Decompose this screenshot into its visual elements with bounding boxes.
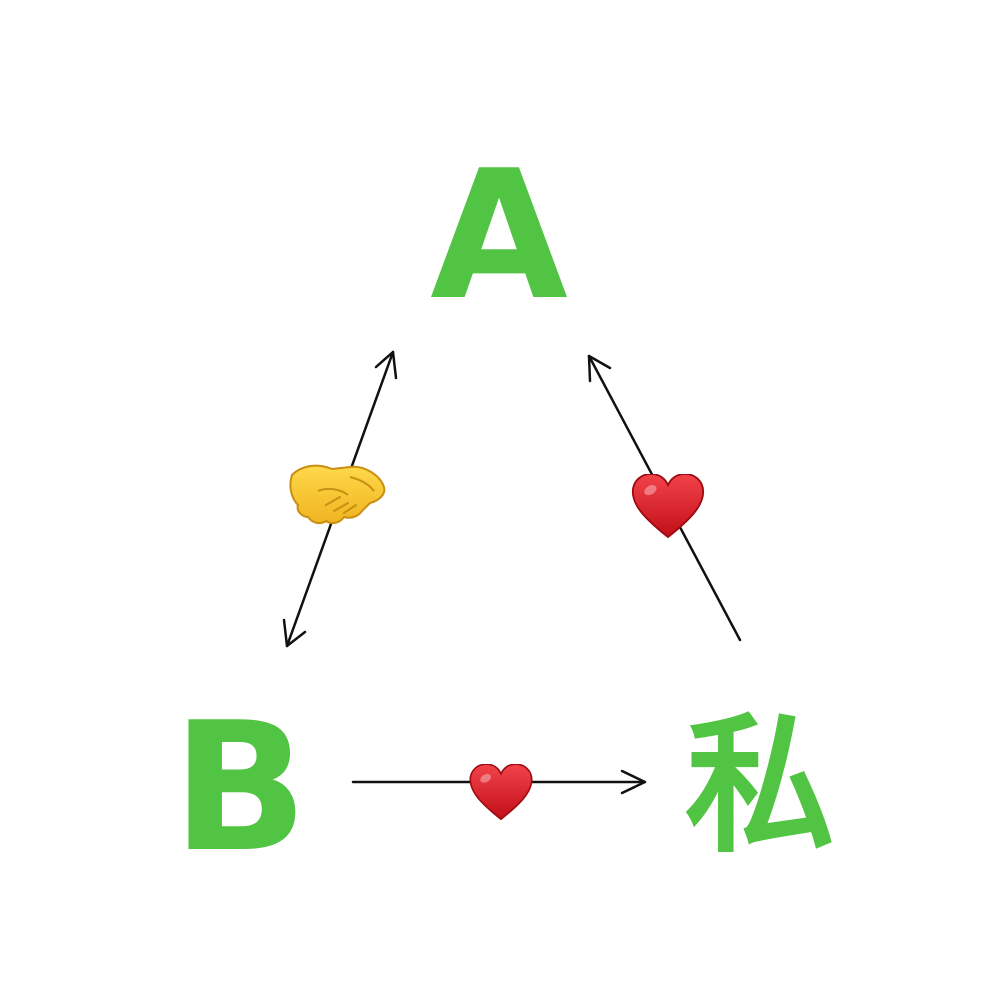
heart-icon — [469, 764, 533, 821]
arrowhead-to-a — [374, 350, 398, 380]
handshake-icon — [289, 464, 386, 525]
arrowhead-to-b — [282, 618, 307, 648]
arrowhead-to-a-right — [587, 354, 612, 383]
node-me-label: 私 — [685, 700, 835, 874]
node-a-label: A — [430, 132, 568, 339]
arrowhead-to-me — [620, 769, 647, 795]
node-b-label: B — [172, 684, 308, 891]
heart-icon — [631, 474, 705, 538]
